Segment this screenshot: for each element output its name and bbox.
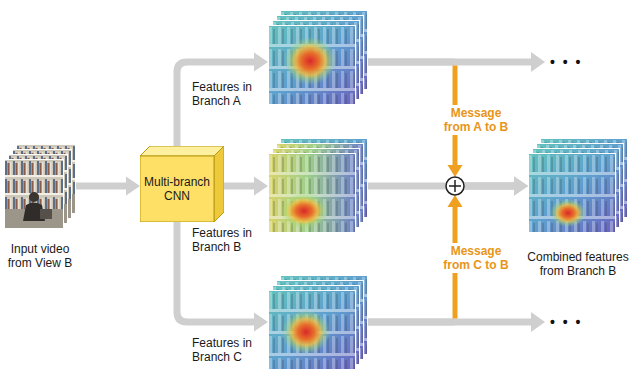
cube-front — [140, 156, 214, 222]
arrow-head — [126, 177, 140, 196]
stack-label: Features in Branch C — [192, 336, 264, 364]
connector-line — [76, 183, 130, 190]
arrow-head — [254, 177, 268, 196]
feature-map — [528, 153, 616, 233]
video-frame — [4, 159, 64, 229]
feature-maps-b — [268, 138, 368, 233]
text-area: Multi-branch CNN — [140, 156, 214, 222]
feature-map — [268, 25, 356, 105]
message-label: Message from A to B — [435, 105, 517, 135]
block-label: Multi-branch CNN — [140, 175, 214, 203]
feature-stack: Input video from View B — [4, 144, 76, 229]
connector — [224, 177, 268, 196]
video-frames — [4, 144, 76, 229]
connector — [177, 222, 268, 332]
feature-maps-a — [268, 10, 368, 105]
cube-top — [140, 146, 224, 156]
arrow-head — [448, 195, 463, 207]
connector — [368, 177, 528, 323]
continuation-arrows — [368, 52, 545, 332]
sum-symbol — [446, 177, 464, 195]
connector-line — [368, 59, 455, 66]
stack-label: Input video from View B — [0, 242, 80, 270]
connector-line — [464, 183, 518, 190]
arrow-head — [448, 165, 463, 177]
connector-line — [464, 183, 518, 190]
cnn-block: Multi-branch CNN — [140, 146, 224, 222]
connector — [177, 53, 268, 147]
stack-label: Features in Branch B — [192, 226, 264, 254]
feature-stack: Features in Branch C — [268, 275, 368, 370]
feature-maps-c — [268, 275, 368, 370]
connector — [76, 177, 140, 196]
feature-map — [268, 290, 356, 370]
arrow-head — [514, 177, 528, 196]
arrow-head — [514, 177, 528, 196]
feature-map — [268, 153, 356, 233]
continuation-line — [368, 59, 532, 66]
connector-line — [368, 183, 518, 190]
feature-stack: Features in Branch A — [268, 10, 368, 105]
stack-label: Features in Branch A — [192, 80, 264, 108]
arrow-head — [254, 53, 268, 72]
arrow-head — [531, 312, 545, 332]
cube-side — [214, 146, 224, 222]
arrow-head — [514, 177, 528, 196]
message-label: Message from C to B — [435, 243, 517, 273]
connector — [368, 62, 528, 196]
feature-stack: Combined features from Branch B — [528, 138, 628, 233]
stack-label: Combined features from Branch B — [522, 250, 634, 278]
arrow-head — [531, 52, 545, 72]
feature-stack: Features in Branch B — [268, 138, 368, 233]
connector — [368, 177, 528, 196]
combined-maps — [528, 138, 628, 233]
arrow-head — [254, 313, 268, 332]
connector-line — [368, 319, 455, 326]
continuation-dots: • • • — [550, 54, 582, 70]
continuation-dots: • • • — [550, 314, 582, 330]
connector-line — [224, 183, 258, 190]
continuation-line — [368, 319, 532, 326]
